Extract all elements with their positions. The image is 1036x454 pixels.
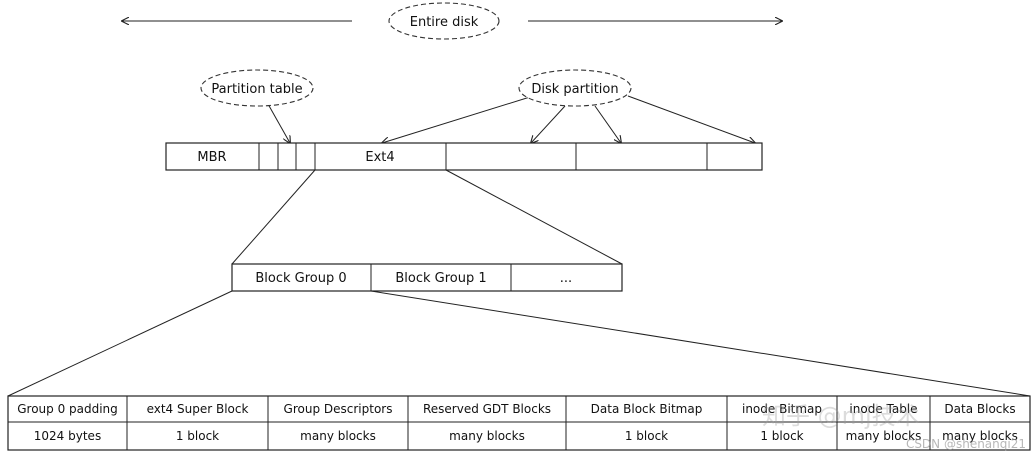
- layout-header-cell: inode Bitmap: [742, 402, 822, 416]
- disk-partition-label: Disk partition: [531, 82, 618, 97]
- disk-partition-bubble: [518, 69, 632, 107]
- disk-partition-arrow-4: [627, 95, 755, 143]
- layout-size-cell: many blocks: [942, 429, 1018, 443]
- ext4-label: Ext4: [365, 150, 394, 165]
- layout-header-cell: Data Block Bitmap: [591, 402, 703, 416]
- disk-partition-callout: Disk partition: [382, 69, 755, 143]
- zoom-line-left-2: [7, 290, 233, 397]
- layout-size-cell: 1 block: [176, 429, 219, 443]
- ext4-zoom-lines: [231, 169, 623, 265]
- partition-table-callout: Partition table: [200, 69, 314, 143]
- layout-table-outline: [7, 395, 1031, 451]
- entire-disk-bubble: [388, 2, 500, 40]
- layout-header-cell: ext4 Super Block: [147, 402, 249, 416]
- block-group-zoom-lines: [7, 290, 1031, 397]
- layout-header-cell: Group Descriptors: [284, 402, 393, 416]
- disk-partition-arrow-3: [594, 105, 621, 143]
- layout-size-cell: 1024 bytes: [34, 429, 101, 443]
- watermark-zhihu: 知乎 @mj技术: [762, 402, 920, 430]
- block-group-1-label: Block Group 1: [395, 271, 486, 286]
- block-groups-outline: [231, 263, 623, 292]
- layout-header-cell: Reserved GDT Blocks: [423, 402, 551, 416]
- layout-size-cell: 1 block: [760, 429, 803, 443]
- partition-table-arrow: [267, 103, 290, 143]
- layout-header-cell: Data Blocks: [944, 402, 1015, 416]
- layout-size-cell: many blocks: [449, 429, 525, 443]
- disk-bar: MBR Ext4: [165, 142, 763, 171]
- zoom-line-right: [445, 169, 623, 265]
- zoom-line-right-2: [370, 290, 1031, 397]
- partition-table-bubble: [200, 69, 314, 107]
- disk-partition-arrow-2: [531, 105, 566, 143]
- layout-header-cell: Group 0 padding: [17, 402, 118, 416]
- block-group-0-label: Block Group 0: [255, 271, 346, 286]
- ellipsis-label: ...: [560, 271, 572, 286]
- mbr-label: MBR: [197, 150, 226, 165]
- entire-disk-arrow: Entire disk: [122, 2, 782, 40]
- partition-table-label: Partition table: [211, 82, 302, 97]
- layout-size-cell: many blocks: [300, 429, 376, 443]
- zoom-line-left: [231, 169, 316, 265]
- block-groups-bar: Block Group 0 Block Group 1 ...: [231, 263, 623, 292]
- disk-bar-outline: [165, 142, 763, 171]
- disk-partition-arrow-ext4: [382, 96, 531, 143]
- layout-size-cell: many blocks: [846, 429, 922, 443]
- watermark-csdn: CSDN @shenanqi21: [906, 437, 1026, 451]
- layout-header-cell: inode Table: [849, 402, 917, 416]
- block-group-layout-table: Group 0 padding 1024 bytes ext4 Super Bloc…: [7, 395, 1031, 451]
- layout-size-cell: 1 block: [625, 429, 668, 443]
- entire-disk-label: Entire disk: [410, 15, 479, 30]
